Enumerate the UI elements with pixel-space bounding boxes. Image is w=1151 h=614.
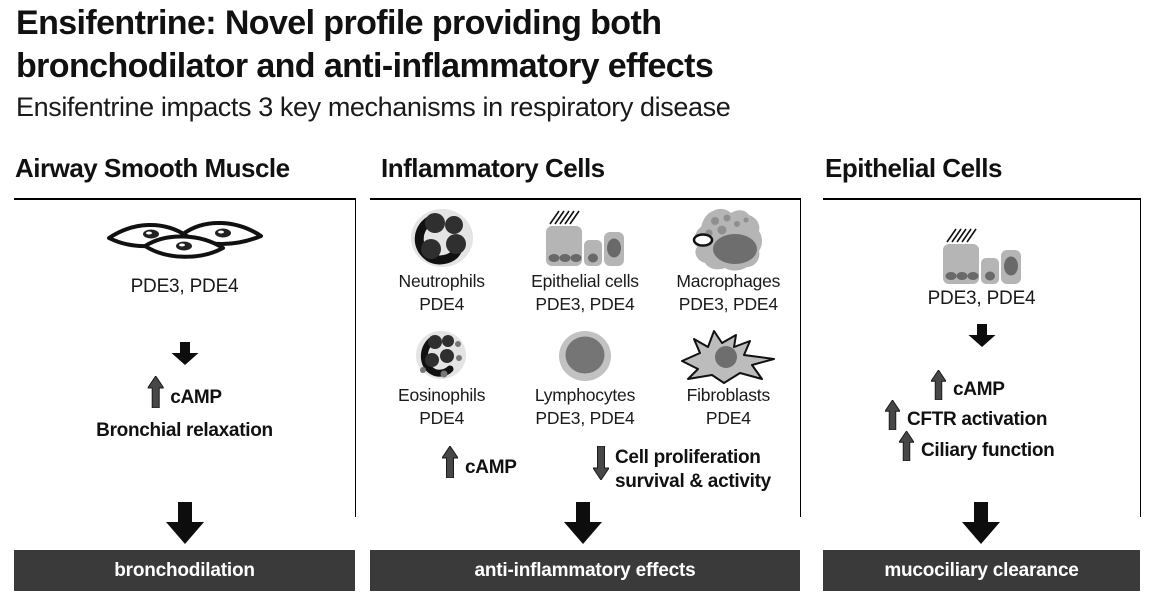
cell-name: Macrophages xyxy=(676,271,781,291)
down-block-arrow-icon xyxy=(968,324,995,352)
down-block-arrow-gray-icon xyxy=(592,445,610,485)
cell-name: Eosinophils xyxy=(398,385,486,405)
cell-enzymes: PDE3, PDE4 xyxy=(535,293,635,314)
panel-heading-inflammatory-cells: Inflammatory Cells xyxy=(381,153,605,183)
epithelial-cells-icon xyxy=(513,206,656,270)
asm-camp-label: cAMP xyxy=(170,387,222,408)
fibroblast-icon xyxy=(657,328,800,384)
epithelial-cells-icon xyxy=(941,226,1023,291)
cell-proliferation-effect: Cell proliferation survival & activity xyxy=(592,445,771,494)
asm-camp-effect: cAMP xyxy=(146,375,222,413)
bronchial-relaxation-label: Bronchial relaxation xyxy=(96,420,273,441)
down-block-arrow-icon xyxy=(166,502,204,549)
epithelial-camp-effect: cAMP xyxy=(930,369,1005,405)
cell-name: Fibroblasts xyxy=(686,385,771,405)
cell-neutrophils: Neutrophils PDE4 xyxy=(370,206,513,316)
panel-heading-epithelial-cells: Epithelial Cells xyxy=(825,153,1002,183)
page-subtitle: Ensifentrine impacts 3 key mechanisms in… xyxy=(16,92,731,122)
eosinophil-icon xyxy=(370,328,513,384)
cell-eosinophils: Eosinophils PDE4 xyxy=(370,328,513,430)
panel-heading-airway-smooth-muscle: Airway Smooth Muscle xyxy=(15,153,290,183)
cell-fibroblasts: Fibroblasts PDE4 xyxy=(657,328,800,430)
asm-enzymes-label: PDE3, PDE4 xyxy=(130,276,239,297)
lymphocyte-icon xyxy=(513,328,656,384)
neutrophil-icon xyxy=(370,206,513,270)
cell-enzymes: PDE3, PDE4 xyxy=(535,407,635,428)
cftr-activation-effect: CFTR activation xyxy=(884,399,1048,435)
down-block-arrow-icon xyxy=(564,502,602,549)
ciliary-function-effect: Ciliary function xyxy=(898,430,1055,466)
up-block-arrow-icon xyxy=(930,369,947,405)
macrophage-icon xyxy=(657,206,800,271)
cell-proliferation-label-line1: Cell proliferation xyxy=(615,447,761,468)
title-line-1: Ensifentrine: Novel profile providing bo… xyxy=(16,4,662,42)
cell-name: Lymphocytes xyxy=(534,385,636,405)
inflammatory-cells-row-2: Eosinophils PDE4 Lymphocytes PDE3, PDE4 xyxy=(370,328,800,430)
up-block-arrow-icon xyxy=(898,430,915,466)
inflammatory-cells-row-1: Neutrophils PDE4 xyxy=(370,206,800,316)
cell-enzymes: PDE3, PDE4 xyxy=(678,293,778,314)
panel-airway-smooth-muscle: PDE3, PDE4 cAMP Bronchial relaxation xyxy=(14,198,356,517)
ciliary-function-label: Ciliary function xyxy=(921,440,1055,461)
outcome-bar-mucociliary-clearance: mucociliary clearance xyxy=(823,550,1140,591)
smooth-muscle-icon xyxy=(105,212,265,269)
panel-inflammatory-cells: Neutrophils PDE4 xyxy=(370,198,801,517)
outcome-bar-anti-inflammatory: anti-inflammatory effects xyxy=(370,550,800,591)
title-line-2: bronchodilator and anti-inflammatory eff… xyxy=(16,46,714,85)
outcome-bar-bronchodilation: bronchodilation xyxy=(14,550,355,591)
down-block-arrow-icon xyxy=(171,342,198,370)
inflammatory-camp-label: cAMP xyxy=(465,457,517,478)
cell-enzymes: PDE4 xyxy=(705,407,751,428)
epithelial-enzymes-label: PDE3, PDE4 xyxy=(927,288,1036,309)
down-block-arrow-icon xyxy=(962,502,1000,549)
up-block-arrow-icon xyxy=(441,445,459,483)
cell-proliferation-label-line2: survival & activity xyxy=(615,471,771,492)
cell-enzymes: PDE4 xyxy=(419,407,465,428)
cell-name: Neutrophils xyxy=(398,271,486,291)
cell-lymphocytes: Lymphocytes PDE3, PDE4 xyxy=(513,328,656,430)
cftr-activation-label: CFTR activation xyxy=(907,409,1048,430)
inflammatory-camp-effect: cAMP xyxy=(441,445,517,483)
up-block-arrow-icon xyxy=(884,399,901,435)
cell-macrophages: Macrophages PDE3, PDE4 xyxy=(657,206,800,316)
cell-name: Epithelial cells xyxy=(531,271,639,291)
up-block-arrow-icon xyxy=(146,375,165,413)
panel-epithelial-cells: PDE3, PDE4 cAMP CFTR activation Ciliary … xyxy=(823,198,1141,517)
cell-enzymes: PDE4 xyxy=(419,293,465,314)
cell-epithelial-cells: Epithelial cells PDE3, PDE4 xyxy=(513,206,656,316)
page-title: Ensifentrine: Novel profile providing bo… xyxy=(16,2,714,87)
epithelial-camp-label: cAMP xyxy=(953,379,1005,400)
